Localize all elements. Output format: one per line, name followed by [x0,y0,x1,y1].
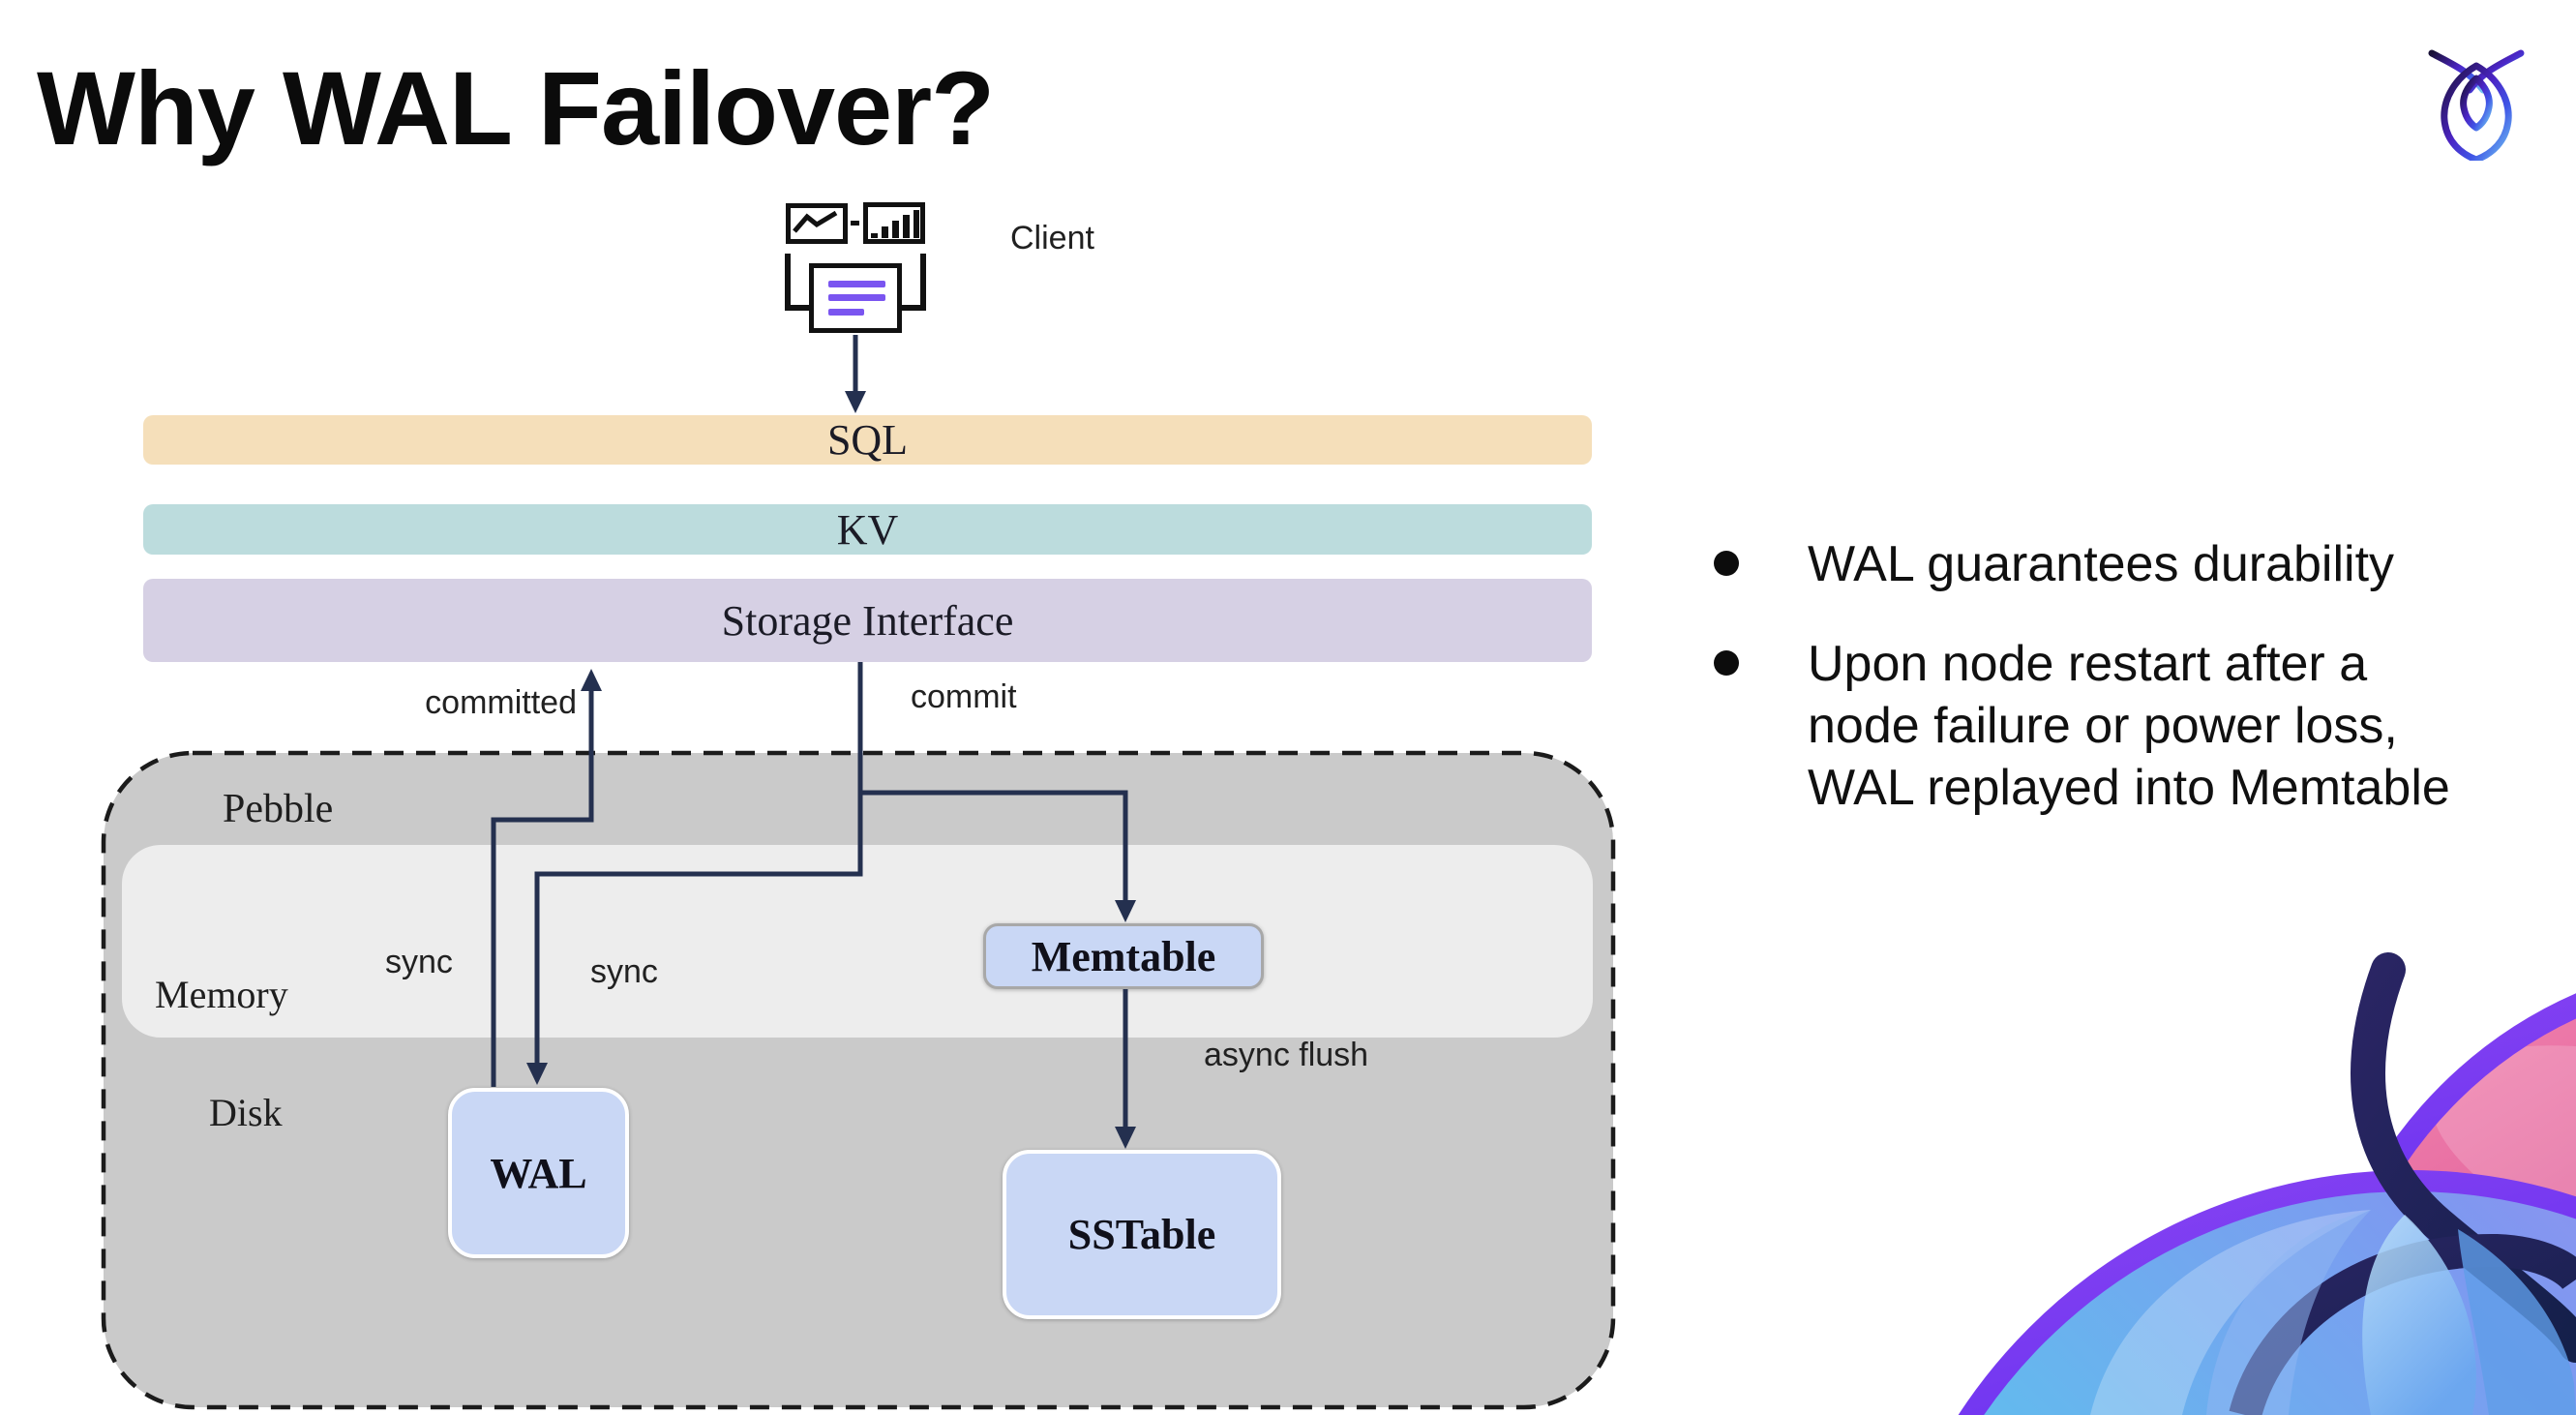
layer-bar-kv: KV [143,504,1592,555]
memtable-label: Memtable [1031,932,1216,980]
bullet-text: WAL guarantees durability [1808,536,2395,592]
sstable-label: SSTable [1067,1211,1216,1258]
document-icon [809,263,902,333]
edge-label-committed: committed [425,684,577,721]
page-title: Why WAL Failover? [37,49,995,166]
bullet-item: WAL guarantees durability [1714,533,2469,595]
doc-text-line [828,281,885,287]
client-label: Client [1010,220,1094,256]
doc-text-line [828,294,885,301]
art-petal [2362,1215,2476,1415]
line-chart-icon [786,203,848,244]
arrowhead [581,669,602,691]
disk-label: Disk [209,1091,283,1134]
pebble-label: Pebble [223,787,334,831]
doc-text-line [828,309,864,316]
wal-label: WAL [490,1149,587,1197]
bullet-text: Upon node restart after a node failure o… [1808,636,2450,816]
arrowhead [845,391,866,413]
bar-chart-icon [863,202,925,244]
bracket-icons [785,254,926,311]
node-sstable: SSTable [1003,1150,1281,1319]
layer-bar-storage-interface: Storage Interface [143,579,1592,662]
edge-label-async-flush: async flush [1204,1037,1369,1073]
bullet-dot-icon [1714,650,1739,676]
node-wal: WAL [448,1088,629,1258]
art-dark-spine [2351,952,2576,1363]
edge-label-sync-right: sync [590,953,658,990]
client-icon [780,197,935,338]
memory-label: Memory [155,973,288,1016]
edge-label-sync-left: sync [385,944,453,980]
bullet-item: Upon node restart after a node failure o… [1714,633,2469,819]
memory-band [122,845,1593,1038]
art-petal [2206,1210,2371,1415]
dash-connector-icon [851,221,859,226]
layer-label-sql: SQL [826,416,909,464]
brand-artwork [1958,952,2576,1415]
art-petal [2458,1229,2576,1415]
node-memtable: Memtable [983,923,1264,989]
layer-label-storage-interface: Storage Interface [721,596,1014,645]
edge-label-commit: commit [911,678,1017,715]
layer-label-kv: KV [836,505,899,554]
layer-bar-sql: SQL [143,415,1592,465]
cockroachdb-logo-icon [2428,49,2525,161]
bullet-dot-icon [1714,551,1739,576]
